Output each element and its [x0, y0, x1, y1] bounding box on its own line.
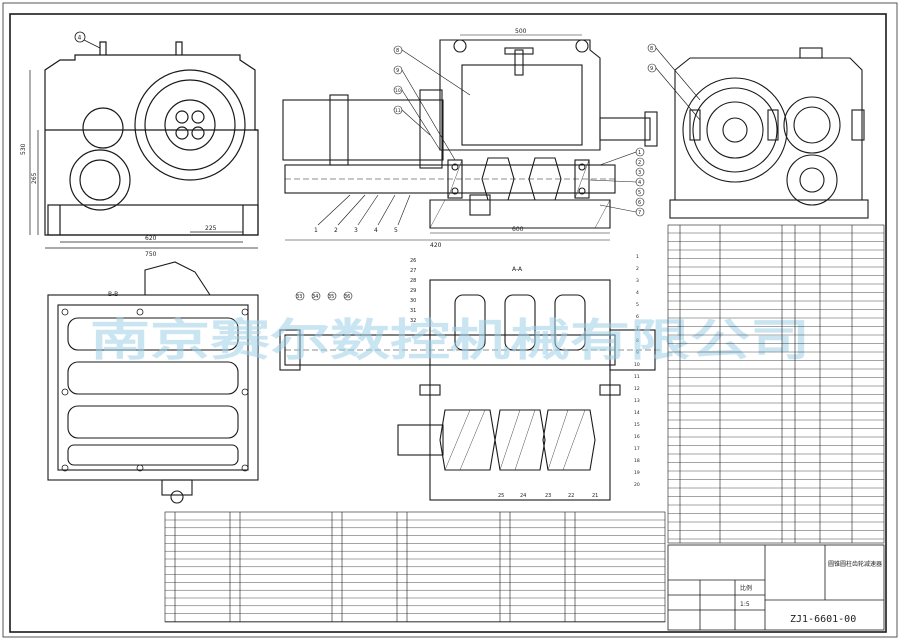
svg-text:13: 13	[634, 398, 640, 404]
section-balloons-top	[393, 45, 471, 161]
svg-text:6: 6	[636, 314, 639, 320]
svg-text:22: 22	[568, 493, 574, 499]
section-dim-top: 500	[515, 28, 527, 35]
section-balloon-left-2: 2	[334, 227, 338, 234]
svg-text:28: 28	[410, 278, 416, 284]
plan-balloons-left: 33 34 35 36	[295, 291, 353, 301]
front-dim-height: 530	[20, 143, 27, 155]
svg-text:5: 5	[636, 302, 639, 308]
svg-text:17: 17	[634, 446, 640, 452]
section-balloon-top-11: 11	[395, 108, 401, 114]
front-view	[29, 41, 259, 249]
svg-text:8: 8	[636, 338, 639, 344]
section-dim-bottom-right: 600	[512, 226, 524, 233]
section-balloon-left-3: 3	[354, 227, 358, 234]
svg-text:26: 26	[410, 258, 416, 264]
title-block-drawing-no: ZJ1-6601-00	[790, 614, 856, 625]
section-balloon-top-8: 8	[396, 48, 399, 54]
parts-list-bottom-rows	[165, 519, 665, 622]
front-dim-width-outer: 750	[145, 251, 157, 258]
section-balloons-left	[317, 194, 411, 226]
watermark: 南京赛尔数控机械有限公司	[90, 315, 810, 366]
svg-text:25: 25	[498, 493, 504, 499]
svg-text:31: 31	[410, 308, 416, 314]
svg-text:15: 15	[634, 422, 640, 428]
side-balloon-8: 8	[650, 46, 653, 52]
svg-text:16: 16	[634, 434, 640, 440]
plan-section-label: A-A	[512, 266, 523, 273]
plan-section-view	[279, 279, 660, 501]
svg-text:2: 2	[636, 266, 639, 272]
svg-text:30: 30	[410, 298, 416, 304]
svg-text:20: 20	[634, 482, 640, 488]
svg-text:36: 36	[344, 294, 350, 300]
parts-list-right-rows	[668, 232, 884, 540]
svg-text:34: 34	[312, 294, 318, 300]
plan-balloons-bottom: 25 24 23 22 21	[498, 493, 598, 499]
side-balloons	[647, 43, 701, 121]
section-balloon-right-5: 5	[638, 190, 641, 196]
section-balloon-left-1: 1	[314, 227, 318, 234]
side-balloon-9: 9	[650, 66, 653, 72]
section-balloon-left-5: 5	[394, 227, 398, 234]
section-balloon-left-4: 4	[374, 227, 378, 234]
svg-text:14: 14	[634, 410, 640, 416]
svg-text:9: 9	[636, 350, 639, 356]
svg-text:1: 1	[636, 254, 639, 260]
section-balloon-right-7: 7	[638, 210, 641, 216]
svg-text:29: 29	[410, 288, 416, 294]
section-balloons-right	[589, 147, 645, 217]
svg-text:35: 35	[328, 294, 334, 300]
section-balloon-right-2: 2	[638, 160, 641, 166]
title-block-scale-value: 1:5	[740, 601, 750, 608]
svg-text:4: 4	[636, 290, 639, 296]
sheet-inner-border	[9, 13, 887, 633]
svg-text:23: 23	[545, 493, 551, 499]
section-balloon-right-6: 6	[638, 200, 641, 206]
plan-balloons-right: 1 2 3 4 5 6 7 8 9 10 11 12 13 14 15 16 1…	[634, 254, 640, 488]
title-block	[667, 544, 885, 631]
svg-text:21: 21	[592, 493, 598, 499]
svg-text:10: 10	[634, 362, 640, 368]
svg-text:24: 24	[520, 493, 526, 499]
plan-balloons-top: 26 27 28 29 30 31 32	[410, 258, 416, 324]
front-dim-width-inner: 620	[145, 235, 157, 242]
section-balloon-top-9: 9	[396, 68, 399, 74]
top-view-label: B-B	[108, 291, 118, 298]
top-view	[47, 261, 259, 504]
section-balloon-top-10: 10	[395, 88, 401, 94]
title-block-title: 圆锥圆柱齿轮减速器	[828, 560, 882, 568]
svg-text:7: 7	[636, 326, 639, 332]
side-view	[669, 47, 869, 219]
section-balloon-right-4: 4	[638, 180, 641, 186]
svg-text:18: 18	[634, 458, 640, 464]
front-dim-offset: 225	[205, 225, 217, 232]
svg-text:12: 12	[634, 386, 640, 392]
svg-text:4: 4	[78, 35, 82, 42]
svg-text:19: 19	[634, 470, 640, 476]
section-dim-bottom: 420	[430, 242, 442, 249]
section-balloon-right-1: 1	[638, 150, 641, 156]
parts-list-right	[667, 224, 885, 544]
front-balloon: 4	[74, 31, 101, 49]
svg-text:32: 32	[410, 318, 416, 324]
section-balloon-right-3: 3	[638, 170, 641, 176]
svg-text:27: 27	[410, 268, 416, 274]
svg-text:3: 3	[636, 278, 639, 284]
svg-text:33: 33	[296, 294, 302, 300]
front-dim-center: 265	[31, 172, 38, 184]
title-block-scale-label: 比例	[740, 584, 752, 592]
longitudinal-section-view	[282, 34, 658, 241]
svg-text:11: 11	[634, 374, 640, 380]
